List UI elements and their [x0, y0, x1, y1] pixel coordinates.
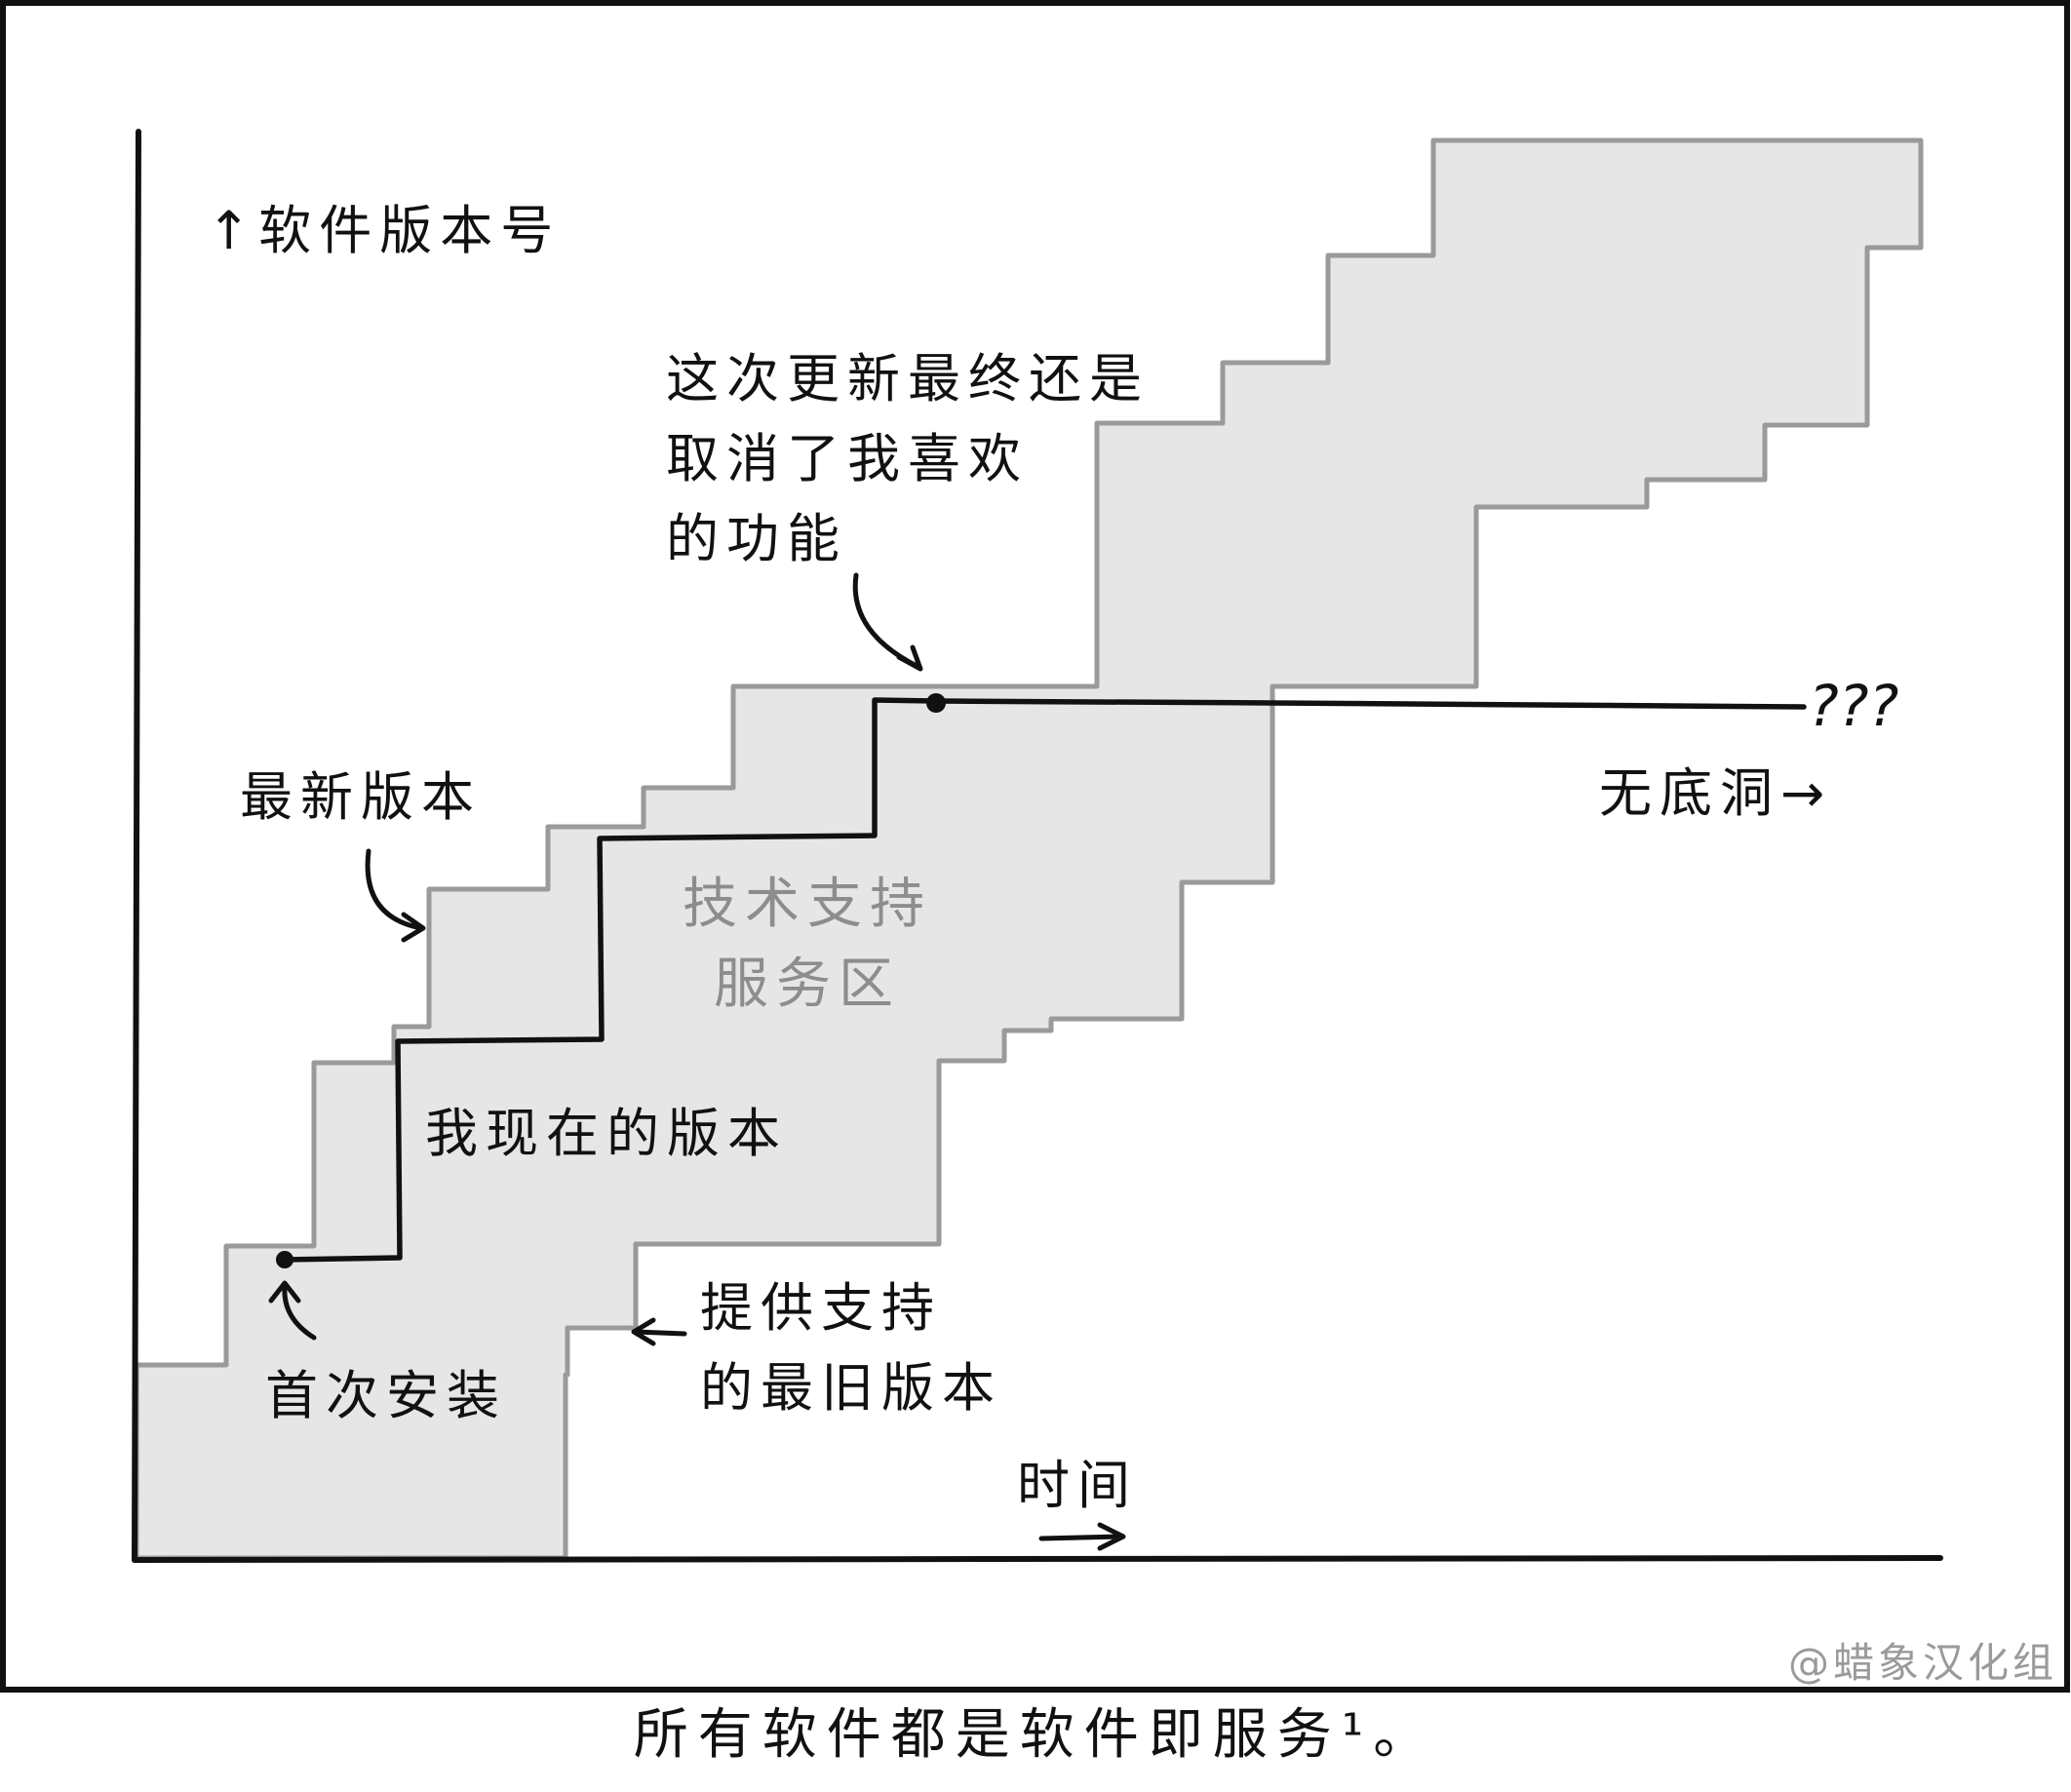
update-arrow	[852, 572, 923, 672]
latest-arrow	[365, 848, 426, 943]
latest-version-label: 最新版本	[240, 766, 482, 828]
oldest-arrow	[631, 1317, 687, 1346]
panel-border	[0, 0, 2070, 1693]
current-version-label: 我现在的版本	[425, 1103, 788, 1164]
oldest-supported-label: 提供支持 的最旧版本	[700, 1277, 1002, 1419]
abyss-label: 无底洞→	[1599, 762, 1833, 824]
first-install-dot	[276, 1251, 293, 1268]
support-zone-label: 技术支持 服务区	[683, 873, 932, 1016]
update-dot	[926, 693, 946, 713]
update-note-label: 这次更新最终还是 取消了我喜欢 的功能	[666, 348, 1150, 569]
watermark: @蜡象汉化组	[1787, 1639, 2057, 1687]
x-axis	[132, 1555, 1943, 1563]
time-arrow	[1038, 1522, 1126, 1551]
question-label: ???	[1809, 673, 1899, 739]
first-install-label: 首次安装	[265, 1365, 507, 1426]
comic-caption: 所有软件都是软件即服务¹。	[633, 1703, 1438, 1767]
y-axis	[132, 129, 141, 1563]
my-version-line	[282, 697, 1807, 1263]
y-axis-label: ↑软件版本号	[207, 200, 562, 261]
install-arrow	[268, 1280, 317, 1341]
support-zone-band	[134, 137, 1924, 1561]
x-axis-label: 时间	[1017, 1455, 1138, 1516]
